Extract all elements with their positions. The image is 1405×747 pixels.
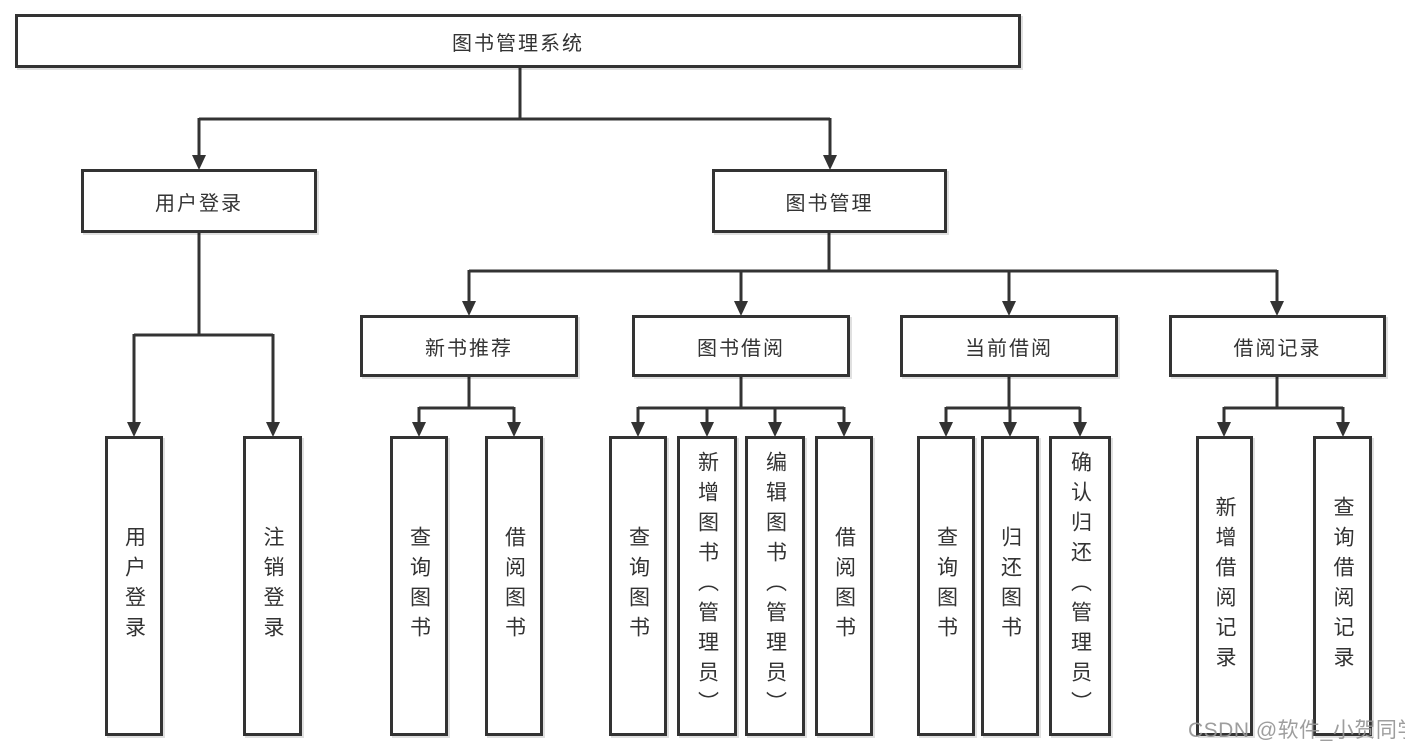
node-label: 图书管理系统	[452, 32, 584, 55]
node-root-library-system: 图书管理系统	[15, 14, 1021, 68]
leaf-label: 查询图书	[626, 526, 650, 646]
leaf-label: 借阅图书	[502, 526, 526, 646]
node-label: 用户登录	[155, 192, 243, 215]
leaf-label: 查询借阅记录	[1331, 496, 1354, 676]
node-current-borrowing: 当前借阅	[900, 315, 1118, 377]
node-label: 图书借阅	[697, 337, 785, 360]
leaf-query-books-current: 查询图书	[917, 436, 975, 736]
leaf-label: 借阅图书	[832, 526, 856, 646]
leaf-label: 注销登录	[261, 526, 284, 646]
leaf-label: 查询图书	[934, 526, 958, 646]
leaf-logout: 注销登录	[243, 436, 302, 736]
leaf-borrow-books: 借阅图书	[815, 436, 873, 736]
leaf-query-borrow-record: 查询借阅记录	[1313, 436, 1372, 736]
node-label: 新书推荐	[425, 337, 513, 360]
leaf-label: 查询图书	[407, 526, 431, 646]
node-label: 当前借阅	[965, 337, 1053, 360]
leaf-label: 确认归还（管理员）	[1068, 451, 1092, 721]
leaf-query-books-recommend: 查询图书	[390, 436, 448, 736]
leaf-label: 新增图书（管理员）	[695, 451, 719, 721]
leaf-borrow-books-recommend: 借阅图书	[485, 436, 543, 736]
node-label: 借阅记录	[1233, 337, 1322, 360]
leaf-return-books: 归还图书	[981, 436, 1039, 736]
leaf-confirm-return-admin: 确认归还（管理员）	[1049, 436, 1111, 736]
leaf-label: 归还图书	[998, 526, 1022, 646]
csdn-watermark: CSDN @软件_小贺同学	[1188, 719, 1405, 742]
leaf-query-books-borrowing: 查询图书	[609, 436, 667, 736]
leaf-add-books-admin: 新增图书（管理员）	[677, 436, 737, 736]
leaf-label: 新增借阅记录	[1213, 496, 1236, 676]
leaf-edit-books-admin: 编辑图书（管理员）	[745, 436, 805, 736]
node-user-login-module: 用户登录	[81, 169, 317, 233]
leaf-label: 编辑图书（管理员）	[763, 451, 787, 721]
node-book-borrowing: 图书借阅	[632, 315, 850, 377]
leaf-user-login: 用户登录	[105, 436, 163, 736]
leaf-label: 用户登录	[122, 526, 146, 646]
node-book-management-module: 图书管理	[712, 169, 947, 233]
node-new-book-recommendation: 新书推荐	[360, 315, 578, 377]
leaf-add-borrow-record: 新增借阅记录	[1196, 436, 1253, 736]
node-label: 图书管理	[785, 192, 874, 215]
node-borrowing-records: 借阅记录	[1169, 315, 1386, 377]
arrowheads	[127, 155, 1350, 437]
